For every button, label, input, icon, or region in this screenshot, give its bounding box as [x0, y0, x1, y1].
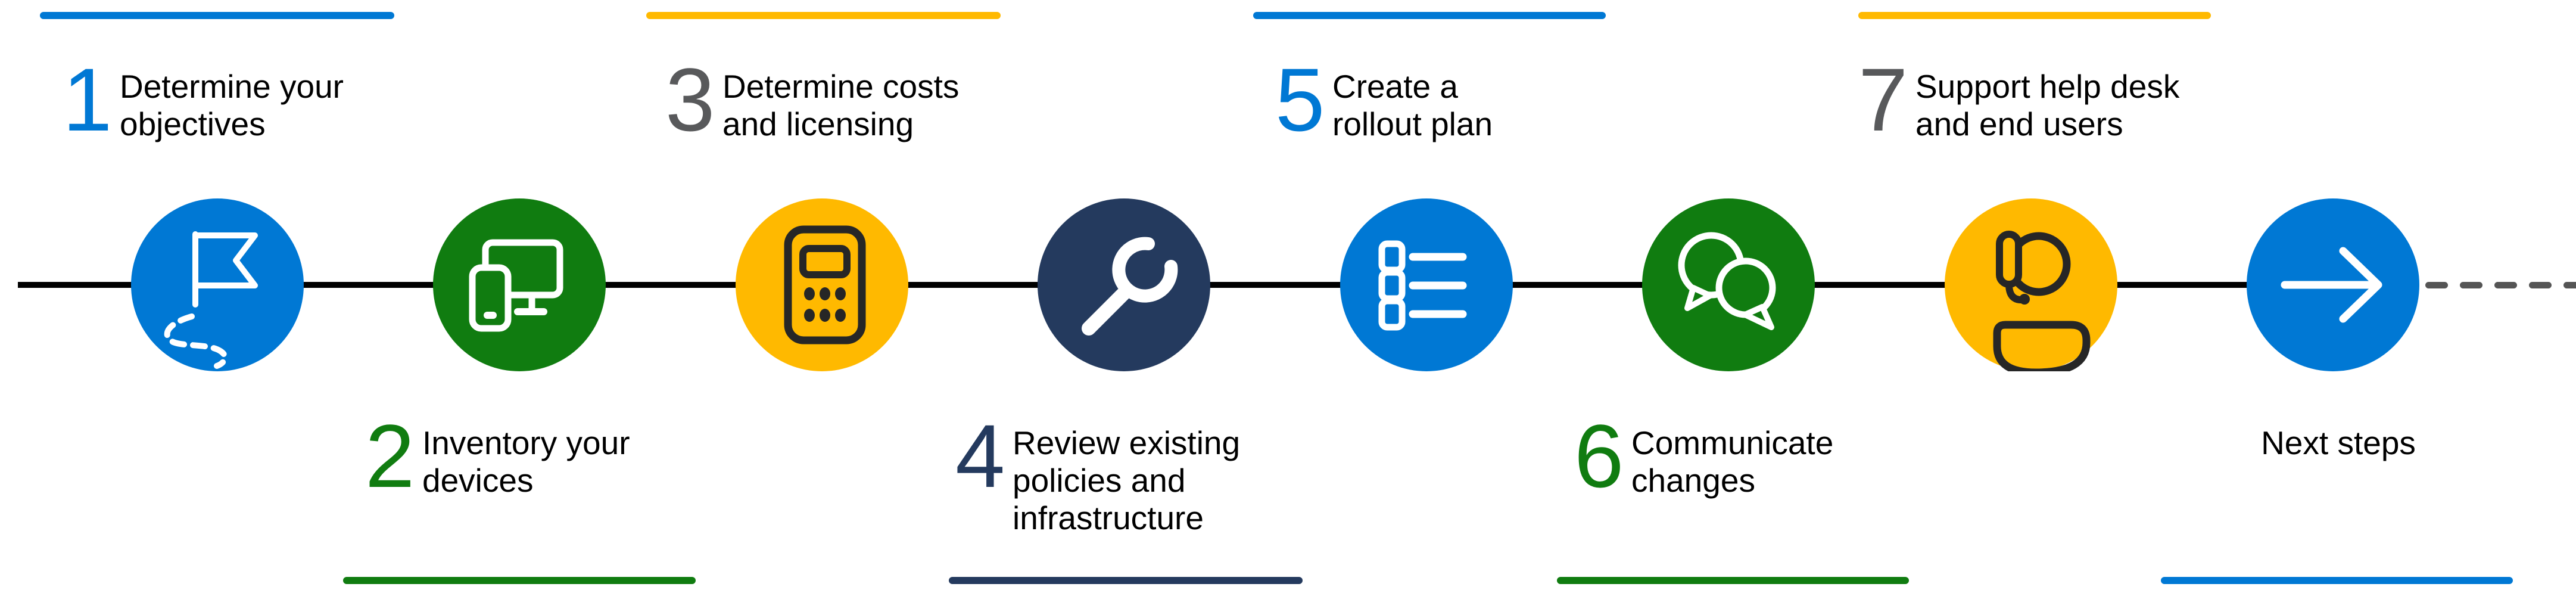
step-7-accent-bar — [1858, 12, 2211, 19]
step-1-accent-bar — [40, 12, 394, 19]
step-7-circle — [1945, 198, 2117, 371]
step-3-circle — [736, 198, 908, 371]
step-4-circle — [1038, 198, 1210, 371]
chat-bubbles-icon — [1678, 232, 1776, 330]
step-2-accent-bar — [343, 577, 696, 584]
step-1-circle — [131, 198, 304, 371]
step-2-label: Inventory your devices — [422, 424, 630, 499]
devices-icon — [469, 239, 563, 332]
timeline-dash — [2460, 282, 2482, 288]
wrench-icon — [1082, 237, 1178, 336]
next-steps-label: Next steps — [2261, 424, 2416, 461]
step-1-label-block: 1 Determine your objectives — [63, 55, 344, 144]
step-4-label-block: 4 Review existing policies and infrastru… — [955, 411, 1240, 537]
timeline-dash — [2425, 282, 2448, 288]
headset-person-icon — [1993, 231, 2091, 371]
step-7-number: 7 — [1858, 49, 1908, 150]
step-3-label: Determine costs and licensing — [722, 68, 960, 142]
next-steps-accent-bar — [2161, 577, 2513, 584]
checklist-icon — [1378, 240, 1467, 331]
timeline-dash — [2529, 282, 2552, 288]
step-4-label: Review existing policies and infrastruct… — [1013, 424, 1241, 536]
step-6-accent-bar — [1557, 577, 1909, 584]
step-3-label-block: 3 Determine costs and licensing — [665, 55, 959, 144]
step-5-label-block: 5 Create a rollout plan — [1275, 55, 1493, 144]
step-6-number: 6 — [1574, 406, 1624, 506]
flag-route-icon — [164, 231, 258, 369]
step-6-label-block: 6 Communicate changes — [1574, 411, 1833, 501]
step-2-label-block: 2 Inventory your devices — [365, 411, 630, 501]
step-4-accent-bar — [949, 577, 1303, 584]
step-4-number: 4 — [955, 406, 1005, 506]
step-5-number: 5 — [1275, 49, 1325, 150]
step-6-circle — [1642, 198, 1815, 371]
step-5-circle — [1340, 198, 1513, 371]
step-3-accent-bar — [646, 12, 1001, 19]
calculator-icon — [784, 225, 866, 344]
step-5-accent-bar — [1253, 12, 1606, 19]
timeline-dash — [2494, 282, 2517, 288]
step-7-label-block: 7 Support help desk and end users — [1858, 55, 2179, 144]
timeline-dash — [2563, 282, 2576, 288]
next-steps-circle — [2247, 198, 2419, 371]
step-1-label: Determine your objectives — [120, 68, 344, 142]
step-5-label: Create a rollout plan — [1332, 68, 1493, 142]
step-7-label: Support help desk and end users — [1915, 68, 2180, 142]
step-1-number: 1 — [63, 49, 113, 150]
step-2-number: 2 — [365, 406, 415, 506]
step-2-circle — [433, 198, 606, 371]
arrow-right-icon — [2281, 247, 2382, 323]
step-3-number: 3 — [665, 49, 715, 150]
step-6-label: Communicate changes — [1631, 424, 1834, 499]
